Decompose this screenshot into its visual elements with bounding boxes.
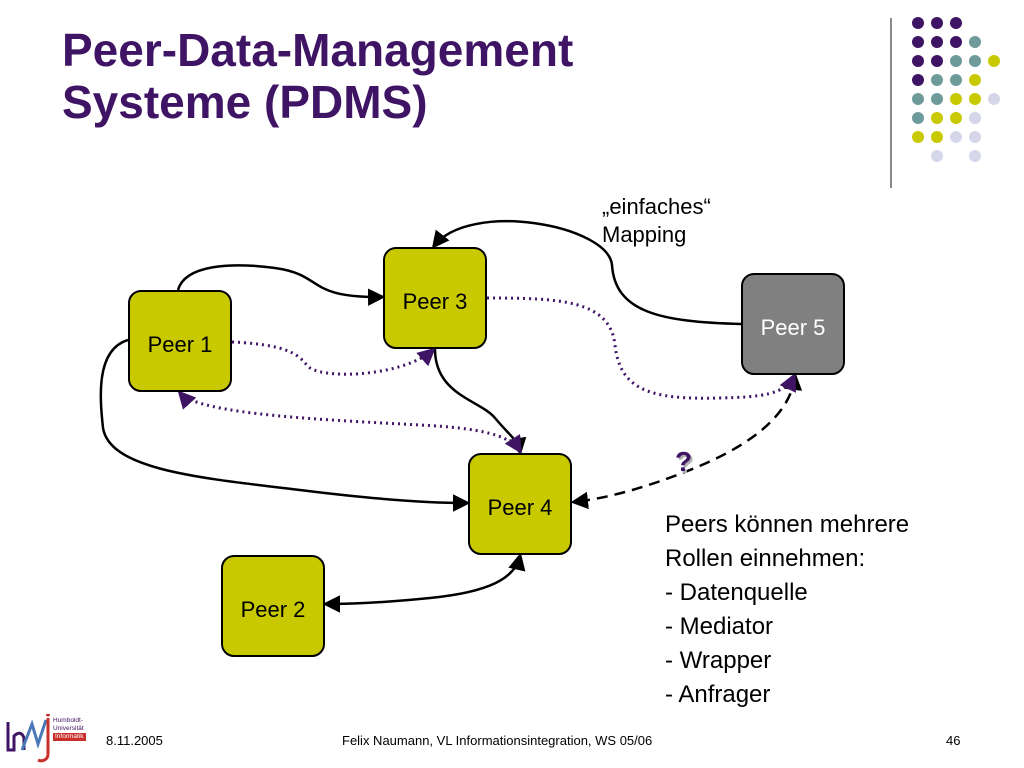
- dot-row-1: [912, 17, 962, 29]
- dotted-arrow-peer1-peer3: [231, 340, 436, 376]
- role-item: - Wrapper: [665, 647, 772, 674]
- mapping-arrow-peer1-to-peer4: [99, 338, 471, 512]
- role-item: - Anfrager: [665, 681, 771, 708]
- title-line-2: Systeme (PDMS): [62, 76, 428, 128]
- slide-title: Peer-Data-Management Systeme (PDMS): [62, 24, 822, 128]
- mapping-arrow-peer4-peer2: [322, 552, 526, 613]
- simple-mapping-label-line-2: Mapping: [602, 222, 687, 247]
- dot-row-6: [912, 112, 981, 124]
- peer-1-label: Peer 1: [147, 332, 213, 357]
- dot-row-3: [912, 55, 1000, 67]
- logo-text-line-3: Informatik: [53, 733, 86, 741]
- peer-5-label: Peer 5: [760, 315, 826, 340]
- footer-course: Felix Naumann, VL Informationsintegratio…: [342, 733, 653, 748]
- university-logo: [6, 714, 50, 763]
- simple-mapping-label-line-1: „einfaches“: [602, 194, 711, 219]
- title-divider: [890, 18, 892, 188]
- dot-row-4: [912, 74, 981, 86]
- dashed-arrow-peer5-peer4: [570, 372, 803, 510]
- peer-2-label: Peer 2: [240, 597, 306, 622]
- mapping-arrow-peer3-to-peer4: [433, 348, 527, 456]
- simple-mapping-label: „einfaches“ Mapping: [602, 193, 711, 249]
- title-line-1: Peer-Data-Management: [62, 24, 574, 76]
- dot-row-7: [912, 131, 981, 143]
- dot-row-2: [912, 36, 981, 48]
- roles-intro-line-2: Rollen einnehmen:: [665, 545, 866, 572]
- logo-text-line-1: Humboldt-: [53, 717, 83, 724]
- dot-row-5: [912, 93, 1000, 105]
- dot-row-8: [931, 150, 981, 162]
- decorative-dot-grid: [912, 17, 1000, 162]
- question-mark: ?: [675, 446, 693, 477]
- peer-5-node: Peer 5: [741, 273, 845, 375]
- role-item: - Datenquelle: [665, 579, 808, 606]
- roles-intro-line-1: Peers können mehrere: [665, 511, 910, 538]
- peer-4-label: Peer 4: [487, 495, 553, 520]
- peer-3-node: Peer 3: [383, 247, 487, 349]
- peer-3-label: Peer 3: [402, 289, 468, 314]
- page-number: 46: [946, 733, 961, 748]
- dotted-arrow-peer1-peer4: [177, 390, 522, 455]
- peer-2-node: Peer 2: [221, 555, 325, 657]
- peer-4-node: Peer 4: [468, 453, 572, 555]
- mapping-arrow-peer1-to-peer3: [176, 264, 386, 306]
- roles-text: Peers können mehrere Rollen einnehmen: -…: [665, 508, 909, 712]
- peer-1-node: Peer 1: [128, 290, 232, 392]
- dotted-arrow-peer3-peer5: [486, 296, 796, 400]
- logo-text-line-2: Universität: [53, 725, 84, 732]
- footer-date: 8.11.2005: [106, 733, 163, 748]
- role-item: - Mediator: [665, 613, 774, 640]
- mapping-arrow-peer5-to-peer3: [431, 220, 742, 326]
